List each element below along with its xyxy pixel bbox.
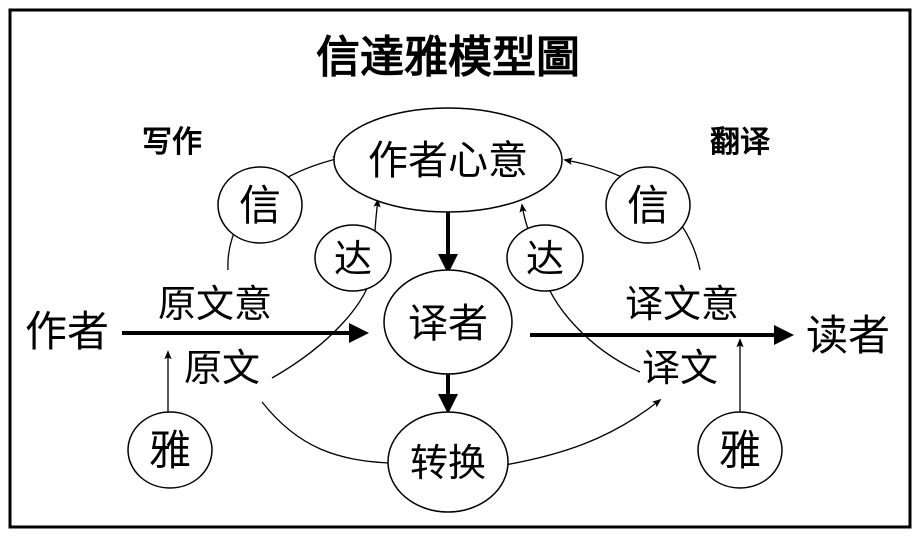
xin-left-label: 信 bbox=[239, 181, 281, 230]
da-right-label: 达 bbox=[526, 237, 564, 281]
source-text-label: 原文 bbox=[184, 346, 260, 390]
target-meaning-label: 译文意 bbox=[625, 282, 739, 326]
writing-label: 写作 bbox=[142, 125, 202, 160]
da-left-node bbox=[314, 224, 392, 292]
xin-right-node bbox=[605, 166, 691, 244]
ya-left-node bbox=[127, 411, 213, 489]
author-label: 作者 bbox=[25, 307, 109, 356]
frame-border bbox=[8, 8, 912, 529]
ya-right-node bbox=[697, 411, 783, 489]
ya-left-label: 雅 bbox=[149, 426, 191, 475]
translator-node bbox=[383, 269, 513, 375]
source-to-conversion-curve bbox=[261, 401, 389, 464]
da-left-label: 达 bbox=[334, 237, 372, 281]
xin-left-node bbox=[217, 166, 303, 244]
source-meaning-label: 原文意 bbox=[158, 282, 272, 326]
conversion-label: 转换 bbox=[410, 441, 486, 485]
translator-label: 译者 bbox=[408, 301, 488, 347]
reader-label: 读者 bbox=[806, 311, 890, 360]
target-text-label: 译文 bbox=[642, 346, 718, 390]
ya-right-label: 雅 bbox=[719, 426, 761, 475]
xin-right-label: 信 bbox=[627, 181, 669, 230]
conversion-node bbox=[387, 411, 509, 513]
translation-label: 翻译 bbox=[710, 125, 771, 160]
author-intent-label: 作者心意 bbox=[368, 138, 528, 184]
da-right-node bbox=[506, 224, 584, 292]
diagram-title: 信達雅模型圖 bbox=[316, 32, 580, 83]
conversion-to-target-curve bbox=[504, 398, 662, 466]
author-intent-node bbox=[333, 107, 563, 213]
